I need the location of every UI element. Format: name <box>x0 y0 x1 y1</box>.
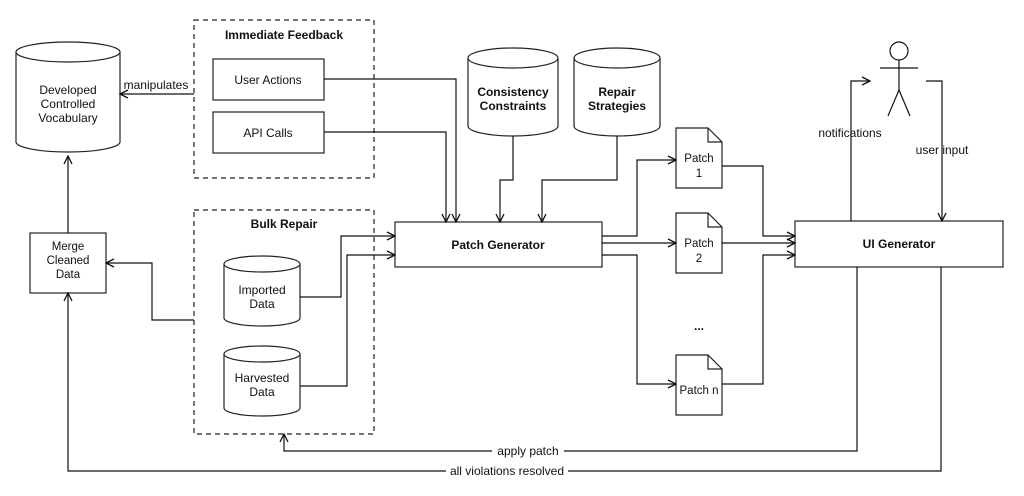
edge-repair-to-patch-generator <box>542 136 618 222</box>
edge-user-input <box>926 80 942 221</box>
immediate-feedback-title: Immediate Feedback <box>225 28 343 42</box>
imported-data-store: Imported Data <box>223 255 301 327</box>
edge-api-calls-to-patch-generator <box>324 131 446 222</box>
vocabulary-label-1: Developed <box>39 83 96 97</box>
apply-patch-label-bg <box>492 443 564 459</box>
patch-2-label-2: 2 <box>696 253 702 265</box>
patch-1-document: Patch 1 <box>675 127 723 189</box>
user-actions-label: User Actions <box>234 73 301 87</box>
merge-label-1: Merge <box>52 241 85 253</box>
edge-apply-patch-label: apply patch <box>497 444 558 458</box>
harvested-data-store: Harvested Data <box>223 345 301 417</box>
ui-generator-label: UI Generator <box>863 237 936 251</box>
edge-bulk-to-merge <box>106 263 194 321</box>
edge-user-actions-to-patch-generator <box>324 78 456 222</box>
patch-2-label-1: Patch <box>684 238 713 250</box>
merge-cleaned-data-node: Merge Cleaned Data <box>29 232 107 294</box>
edge-patch-n-to-ui <box>722 255 795 385</box>
user-actions-node: User Actions <box>212 58 325 101</box>
edge-all-violations-resolved-label: all violations resolved <box>450 464 564 478</box>
bulk-repair-group <box>193 209 375 435</box>
bulk-repair-title: Bulk Repair <box>251 217 318 231</box>
edge-notifications <box>850 81 870 221</box>
imported-label-1: Imported <box>238 283 285 297</box>
edge-to-patch-1 <box>602 160 676 237</box>
api-calls-node: API Calls <box>212 111 325 154</box>
edge-constraints-to-patch-generator <box>500 136 514 222</box>
edge-imported-to-patch-generator <box>300 236 395 298</box>
vocabulary-label-2: Controlled <box>41 97 96 111</box>
edge-manipulates-label: manipulates <box>124 78 189 92</box>
api-calls-label: API Calls <box>243 126 292 140</box>
patch-n-label: Patch n <box>680 385 719 397</box>
patch-generator-node: Patch Generator <box>394 221 603 268</box>
patch-generator-label: Patch Generator <box>451 238 545 252</box>
imported-label-2: Data <box>249 297 275 311</box>
ui-generator-node: UI Generator <box>794 220 1004 268</box>
repair-label-1: Repair <box>598 85 636 99</box>
edge-notifications-label: notifications <box>818 126 881 140</box>
repair-label-2: Strategies <box>588 99 646 113</box>
user-actor-icon <box>880 41 918 117</box>
violations-label-bg <box>446 463 568 479</box>
harvested-label-2: Data <box>249 385 275 399</box>
vocabulary-label-3: Vocabulary <box>38 111 97 125</box>
consistency-label-2: Constraints <box>480 99 547 113</box>
patch-2-document: Patch 2 <box>675 212 723 274</box>
patch-ellipsis: ... <box>694 319 704 333</box>
patch-1-label-2: 1 <box>696 168 702 180</box>
patch-n-document: Patch n <box>675 354 723 416</box>
consistency-label-1: Consistency <box>477 85 549 99</box>
merge-label-2: Cleaned <box>47 255 90 267</box>
edge-to-patch-n <box>602 254 676 384</box>
merge-label-3: Data <box>56 269 81 281</box>
repair-strategies-store: Repair Strategies <box>573 47 661 137</box>
edge-user-input-label: user input <box>916 143 969 157</box>
immediate-feedback-group <box>193 19 375 179</box>
patch-1-label-1: Patch <box>684 153 713 165</box>
edge-all-violations-resolved <box>68 267 942 472</box>
vocabulary-store: Developed Controlled Vocabulary <box>15 41 121 153</box>
edge-patch-1-to-ui <box>722 165 795 236</box>
consistency-constraints-store: Consistency Constraints <box>467 47 559 137</box>
edge-harvested-to-patch-generator <box>300 255 395 387</box>
edge-apply-patch <box>284 267 858 452</box>
harvested-label-1: Harvested <box>235 371 290 385</box>
